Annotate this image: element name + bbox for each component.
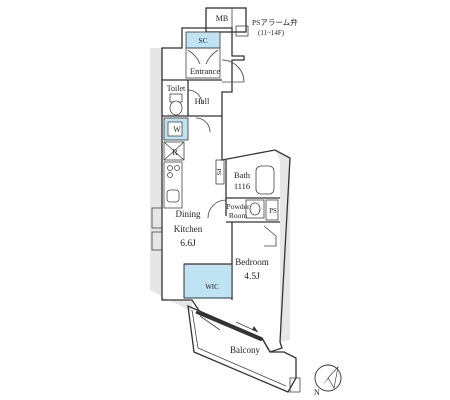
toilet-door (187, 89, 203, 105)
label-balcony: Balcony (230, 345, 260, 355)
ps-alarm-box (235, 25, 249, 37)
label-w: W (173, 125, 181, 134)
label-sc: SC (198, 36, 207, 45)
mb-box (205, 7, 247, 33)
balcony-outline (187, 304, 297, 393)
window-left-1 (151, 207, 163, 229)
label-kitchen-size: 6.6J (180, 239, 196, 249)
label-entrance: Entrance (190, 66, 220, 76)
label-wic: WIC (205, 283, 219, 291)
label-r: R (172, 148, 178, 157)
label-bedroom: Bedroom (235, 257, 269, 267)
label-ps-alarm: PSアラーム弁 (252, 17, 298, 27)
ps-right-box (265, 199, 279, 221)
kitchen-counter (163, 161, 183, 209)
label-bedroom-size: 4.5J (244, 272, 260, 282)
label-ps-alarm-floors: (11~14F) (258, 29, 285, 37)
entrance-area (185, 47, 221, 79)
compass-label: N (314, 388, 320, 397)
label-powder-1: Powder (227, 202, 250, 211)
toilet-bowl-icon (169, 100, 183, 116)
label-dining: Dining (175, 209, 201, 219)
wic-area (183, 263, 233, 299)
wall-shade-right (275, 150, 290, 342)
sink (245, 199, 265, 219)
wall-shade-left (150, 48, 192, 312)
label-ps-right: PS (269, 207, 277, 215)
label-toilet: Toilet (167, 84, 186, 93)
north-arrow-icon: N (314, 364, 342, 397)
label-hall: Hall (195, 96, 210, 106)
label-bath-size: 1116 (234, 181, 250, 191)
entrance-door (221, 59, 245, 83)
label-powder-2: Room (229, 211, 248, 220)
window-left-2 (151, 231, 163, 251)
powder-door (207, 199, 227, 219)
label-mb: MB (216, 14, 228, 23)
label-ps-left: PS (215, 169, 221, 176)
balcony-door (195, 310, 263, 342)
bathtub (255, 165, 275, 195)
fridge-space (163, 141, 185, 161)
label-bath: Bath (234, 170, 251, 180)
label-kitchen: Kitchen (174, 224, 203, 234)
ps-left-box (215, 159, 225, 185)
